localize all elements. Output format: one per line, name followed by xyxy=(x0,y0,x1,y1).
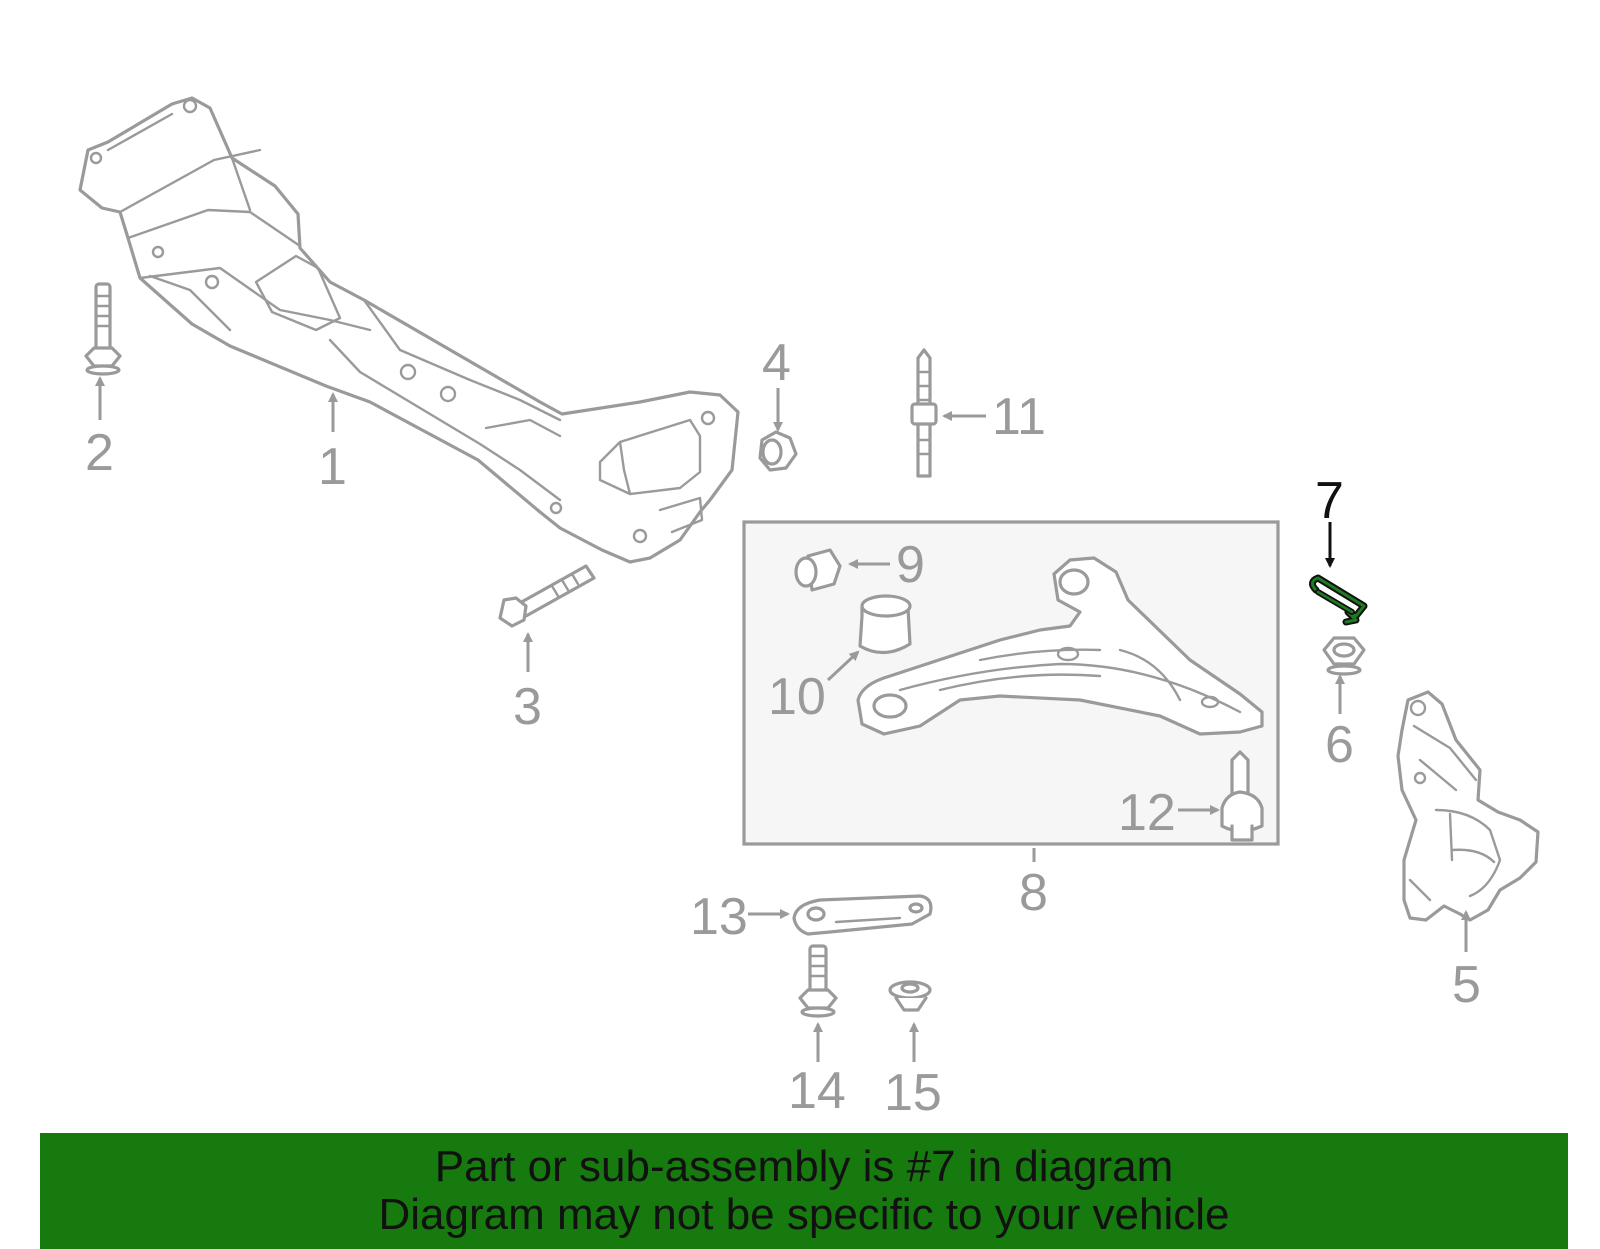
lower-control-arm[interactable] xyxy=(856,556,1264,736)
callout-1: 1 xyxy=(318,438,347,496)
bracket-13[interactable] xyxy=(792,894,933,936)
callout-2: 2 xyxy=(85,424,114,482)
callout-14: 14 xyxy=(788,1062,846,1120)
steering-knuckle[interactable] xyxy=(1396,690,1540,922)
crossmember-subframe[interactable] xyxy=(78,96,740,564)
nut-4[interactable] xyxy=(758,430,798,472)
callout-9: 9 xyxy=(896,536,925,594)
cotter-pin-highlighted[interactable] xyxy=(1309,574,1368,626)
callout-5: 5 xyxy=(1452,956,1481,1014)
leader-lines xyxy=(95,376,1471,1062)
banner-line-1: Part or sub-assembly is #7 in diagram xyxy=(434,1142,1174,1191)
callout-13: 13 xyxy=(690,888,748,946)
flange-bolt-2[interactable] xyxy=(84,282,122,376)
nut-6[interactable] xyxy=(1322,636,1366,676)
nut-15[interactable] xyxy=(888,980,932,1012)
bolt-3[interactable] xyxy=(498,564,596,628)
callout-4: 4 xyxy=(762,334,791,392)
callout-6: 6 xyxy=(1325,716,1354,774)
ball-joint-12[interactable] xyxy=(1220,750,1264,842)
bushing-9[interactable] xyxy=(794,548,842,592)
bushing-10[interactable] xyxy=(858,594,912,655)
callout-10: 10 xyxy=(768,668,826,726)
callout-8: 8 xyxy=(1019,864,1048,922)
bolt-14[interactable] xyxy=(798,944,838,1018)
callout-7: 7 xyxy=(1315,472,1344,530)
stud-11[interactable] xyxy=(910,348,938,478)
callout-11: 11 xyxy=(992,388,1046,446)
callout-12: 12 xyxy=(1118,784,1176,842)
banner-line-2: Diagram may not be specific to your vehi… xyxy=(378,1190,1230,1239)
callout-15: 15 xyxy=(884,1064,942,1122)
info-banner: Part or sub-assembly is #7 in diagram Di… xyxy=(40,1133,1568,1249)
callout-3: 3 xyxy=(513,678,542,736)
